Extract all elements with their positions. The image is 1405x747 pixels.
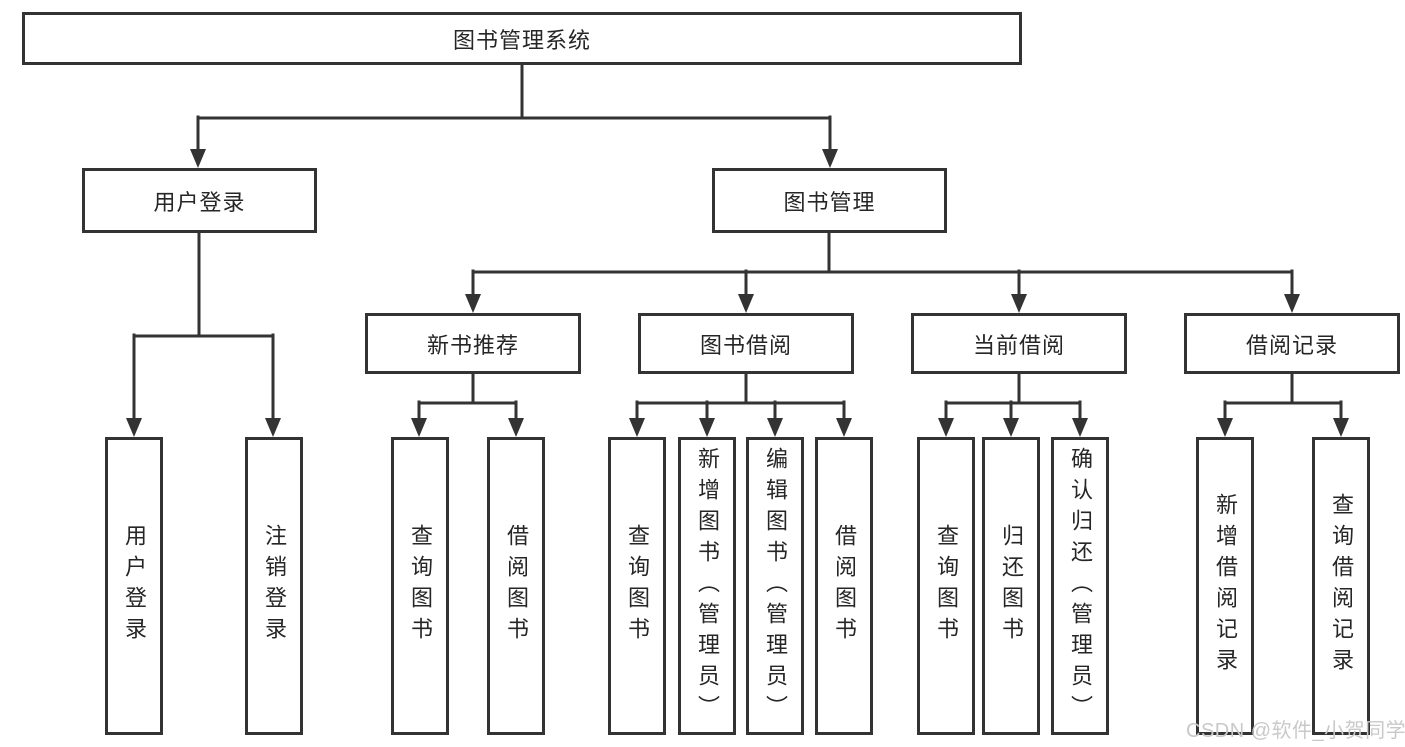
node-book-management: 图书管理 <box>712 168 947 233</box>
leaf-label: 归还图书 <box>999 524 1024 648</box>
leaf-label: 查询借阅记录 <box>1329 493 1354 679</box>
leaf-query-books-2: 查询图书 <box>608 437 666 735</box>
node-label: 图书管理 <box>783 189 876 215</box>
node-library-system: 图书管理系统 <box>22 12 1022 65</box>
node-current-borrow: 当前借阅 <box>911 313 1127 374</box>
node-new-book-recommend: 新书推荐 <box>365 313 581 374</box>
leaf-edit-books-admin: 编辑图书（管理员） <box>746 437 804 735</box>
leaf-logout: 注销登录 <box>245 437 303 735</box>
leaf-query-books-1: 查询图书 <box>391 437 449 735</box>
node-label: 当前借阅 <box>972 332 1065 358</box>
leaf-label: 借阅图书 <box>832 524 857 648</box>
node-label: 用户登录 <box>153 189 246 215</box>
leaf-confirm-return-admin: 确认归还（管理员） <box>1051 437 1109 735</box>
node-borrow-records: 借阅记录 <box>1184 313 1400 374</box>
arrowheads <box>126 149 1349 437</box>
leaf-borrow-books-1: 借阅图书 <box>487 437 545 735</box>
leaf-query-books-3: 查询图书 <box>917 437 975 735</box>
leaf-add-borrow-record: 新增借阅记录 <box>1196 437 1254 735</box>
node-label: 新书推荐 <box>426 332 519 358</box>
leaf-label: 新增借阅记录 <box>1213 493 1238 679</box>
node-label: 图书管理系统 <box>452 27 591 53</box>
leaf-borrow-books-2: 借阅图书 <box>815 437 873 735</box>
csdn-watermark: CSDN @软件_小贺同学 <box>1186 720 1405 742</box>
node-user-login: 用户登录 <box>82 168 317 233</box>
leaf-label: 确认归还（管理员） <box>1068 446 1093 726</box>
leaf-label: 查询图书 <box>934 524 959 648</box>
node-label: 图书借阅 <box>699 332 792 358</box>
leaf-label: 借阅图书 <box>504 524 529 648</box>
leaf-add-books-admin: 新增图书（管理员） <box>678 437 736 735</box>
leaf-label: 编辑图书（管理员） <box>763 446 788 726</box>
leaf-label: 用户登录 <box>122 524 147 648</box>
node-book-borrow: 图书借阅 <box>638 313 854 374</box>
leaf-label: 新增图书（管理员） <box>695 446 720 726</box>
leaf-label: 注销登录 <box>262 524 287 648</box>
leaf-user-login: 用户登录 <box>105 437 163 735</box>
leaf-query-borrow-record: 查询借阅记录 <box>1312 437 1370 735</box>
leaf-return-books: 归还图书 <box>982 437 1040 735</box>
leaf-label: 查询图书 <box>408 524 433 648</box>
node-label: 借阅记录 <box>1245 332 1338 358</box>
leaf-label: 查询图书 <box>625 524 650 648</box>
connector-lines <box>132 63 1343 422</box>
